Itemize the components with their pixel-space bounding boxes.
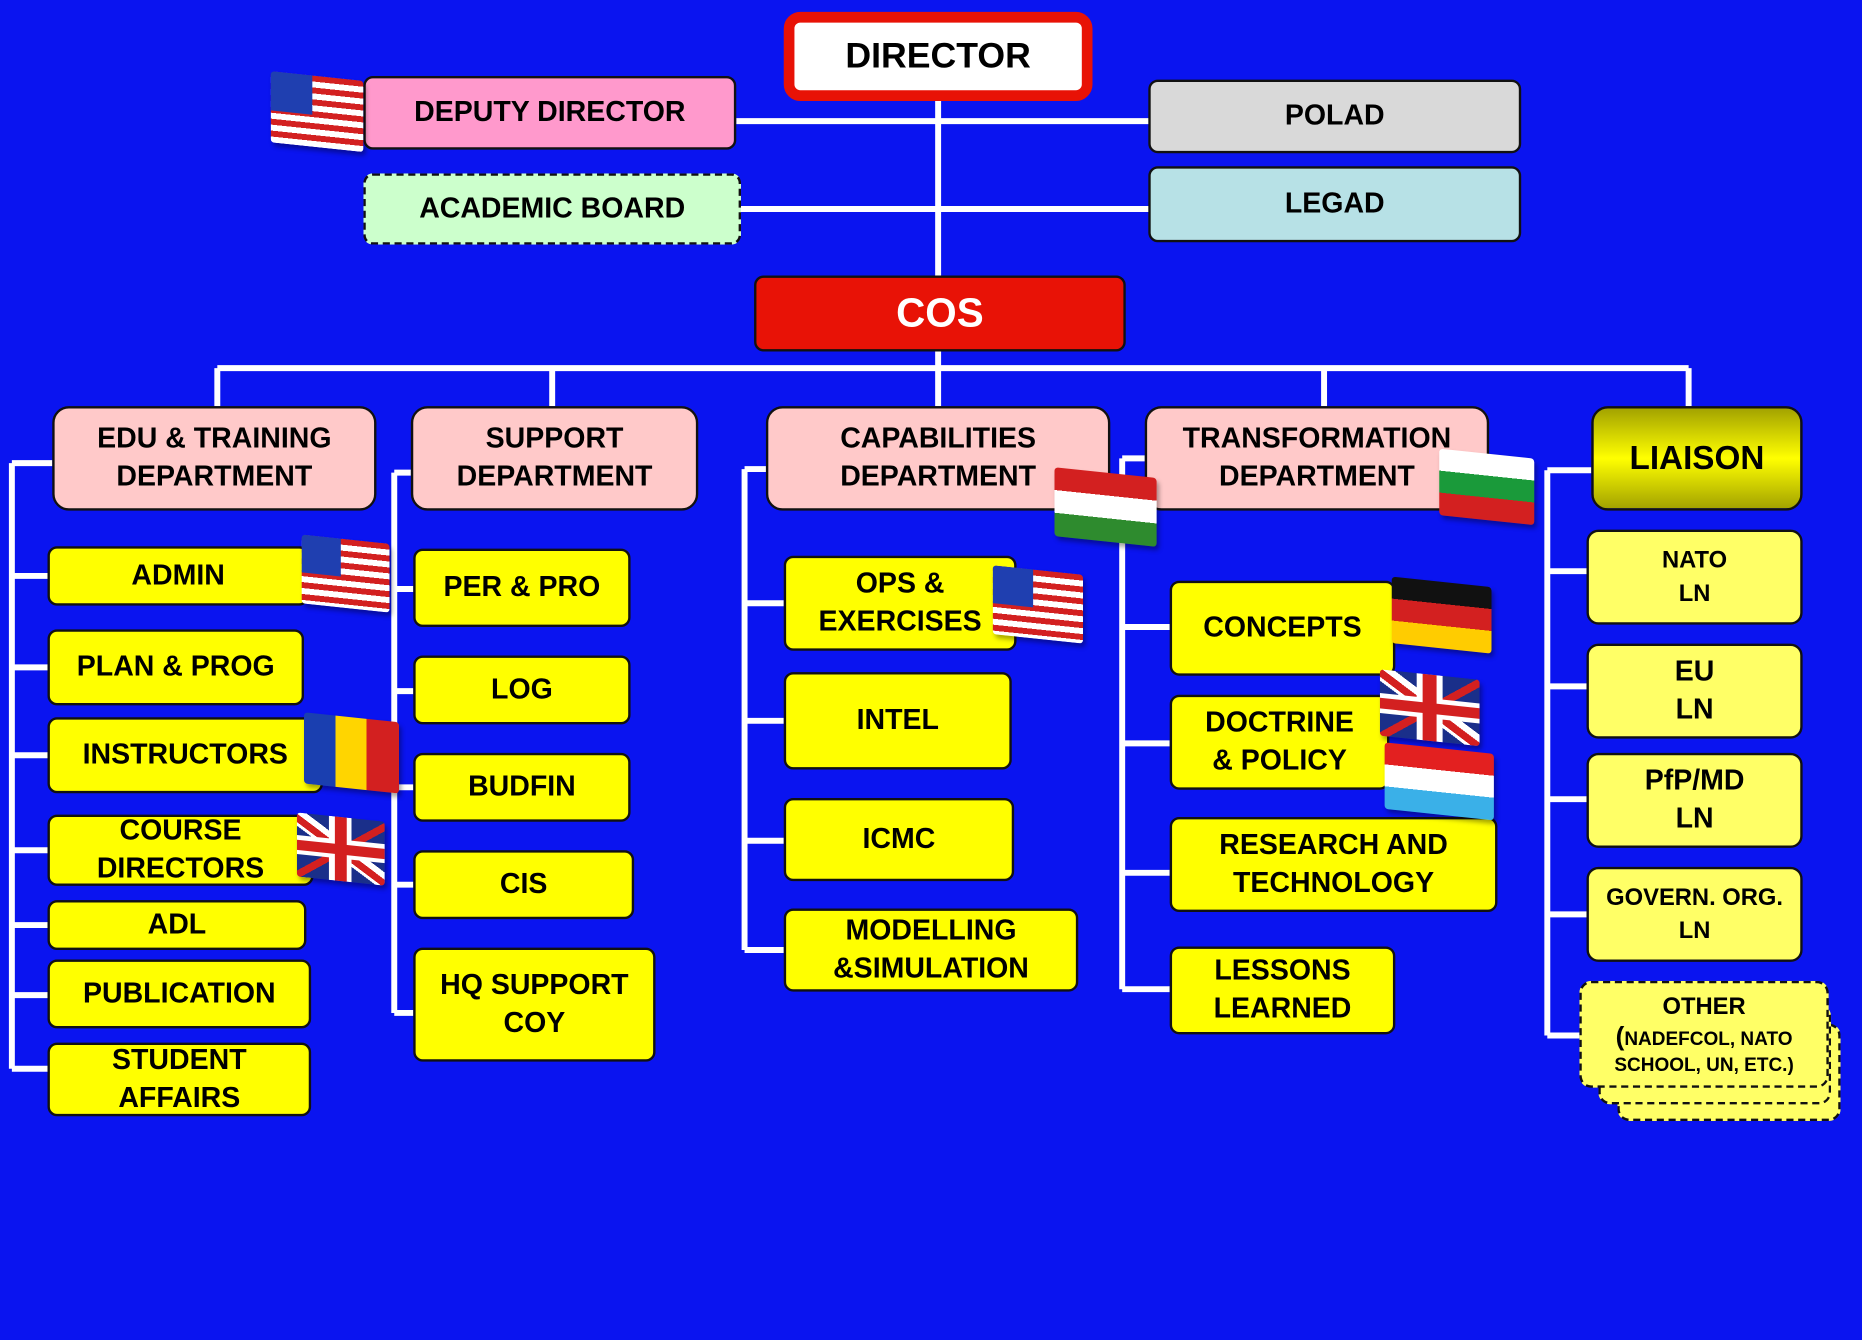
unit-label: EU LN <box>1674 655 1715 726</box>
unit-label: PLAN & PROG <box>76 650 275 683</box>
cos-box[interactable]: COS <box>754 275 1126 352</box>
unit-pfp-md-ln[interactable]: PfP/MD LN <box>1586 752 1803 848</box>
us-flag-icon <box>270 71 364 153</box>
unit-label: OPS & EXERCISES <box>818 567 982 638</box>
unit-budfin[interactable]: BUDFIN <box>413 752 631 822</box>
connector-lines <box>8 100 1692 1072</box>
unit-label: CIS <box>499 868 548 901</box>
unit-label: GOVERN. ORG. LN <box>1606 884 1783 945</box>
uk-flag-icon <box>296 812 385 886</box>
unit-eu-ln[interactable]: EU LN <box>1586 643 1803 739</box>
unit-cis[interactable]: CIS <box>413 850 635 920</box>
unit-label: PER & PRO <box>443 571 601 604</box>
unit-lessons-learned[interactable]: LESSONS LEARNED <box>1169 946 1396 1035</box>
other-paren: ( <box>1615 1020 1625 1051</box>
unit-intel[interactable]: INTEL <box>783 672 1012 770</box>
unit-log[interactable]: LOG <box>413 655 631 725</box>
unit-label: INTEL <box>856 704 939 737</box>
unit-nato-ln[interactable]: NATO LN <box>1586 529 1803 625</box>
cos-label: COS <box>896 290 984 337</box>
director-label: DIRECTOR <box>845 36 1031 76</box>
transformation-department-label: TRANSFORMATION DEPARTMENT <box>1182 422 1452 493</box>
academic-board-label: ACADEMIC BOARD <box>419 192 686 225</box>
unit-label: DOCTRINE & POLICY <box>1205 706 1354 777</box>
unit-admin[interactable]: ADMIN <box>47 546 309 606</box>
support-department-box[interactable]: SUPPORT DEPARTMENT <box>410 406 699 511</box>
polad-box[interactable]: POLAD <box>1148 79 1522 154</box>
hungary-flag-icon <box>1054 467 1157 547</box>
director-box[interactable]: DIRECTOR <box>783 11 1093 101</box>
capabilities-department-box[interactable]: CAPABILITIES DEPARTMENT <box>765 406 1111 511</box>
edu-training-department-box[interactable]: EDU & TRAINING DEPARTMENT <box>52 406 377 511</box>
germany-flag-icon <box>1391 576 1492 654</box>
unit-label: ADMIN <box>131 559 225 592</box>
unit-label: HQ SUPPORT COY <box>440 969 629 1040</box>
other-detail: NADEFCOL, NATO SCHOOL, UN, ETC.) <box>1614 1028 1794 1076</box>
unit-publication[interactable]: PUBLICATION <box>47 959 312 1029</box>
unit-adl[interactable]: ADL <box>47 900 307 950</box>
deputy-director-box[interactable]: DEPUTY DIRECTOR <box>363 76 737 150</box>
unit-label: PUBLICATION <box>82 977 276 1010</box>
legad-label: LEGAD <box>1284 187 1385 220</box>
unit-label: ICMC <box>862 822 936 855</box>
support-department-label: SUPPORT DEPARTMENT <box>456 422 653 493</box>
bulgaria-flag-icon <box>1439 448 1535 526</box>
capabilities-department-label: CAPABILITIES DEPARTMENT <box>840 422 1037 493</box>
unit-course-directors[interactable]: COURSE DIRECTORS <box>47 814 314 886</box>
unit-label: MODELLING &SIMULATION <box>833 914 1029 985</box>
unit-icmc[interactable]: ICMC <box>783 798 1015 882</box>
unit-ops-exercises[interactable]: OPS & EXERCISES <box>783 555 1017 651</box>
luxembourg-flag-icon <box>1384 742 1494 821</box>
polad-label: POLAD <box>1284 99 1385 132</box>
unit-label: NATO LN <box>1661 547 1728 607</box>
unit-label: ADL <box>147 908 207 941</box>
us-flag-icon <box>301 534 390 613</box>
unit-label: INSTRUCTORS <box>82 738 288 771</box>
unit-hq-support-coy[interactable]: HQ SUPPORT COY <box>413 947 656 1062</box>
us-flag-icon <box>992 565 1083 644</box>
legad-box[interactable]: LEGAD <box>1148 166 1522 243</box>
unit-concepts[interactable]: CONCEPTS <box>1169 580 1396 676</box>
deputy-director-label: DEPUTY DIRECTOR <box>414 96 686 129</box>
uk-flag-icon <box>1379 669 1480 747</box>
unit-modelling-simulation[interactable]: MODELLING &SIMULATION <box>783 908 1079 992</box>
unit-student-affairs[interactable]: STUDENT AFFAIRS <box>47 1042 312 1117</box>
transformation-department-box[interactable]: TRANSFORMATION DEPARTMENT <box>1144 406 1490 511</box>
unit-label: CONCEPTS <box>1203 611 1362 644</box>
unit-plan-prog[interactable]: PLAN & PROG <box>47 629 304 706</box>
unit-label: BUDFIN <box>468 770 576 803</box>
unit-label: RESEARCH AND TECHNOLOGY <box>1219 828 1448 899</box>
liaison-box[interactable]: LIAISON <box>1591 406 1803 511</box>
unit-label: LOG <box>491 673 553 706</box>
unit-label: LESSONS LEARNED <box>1213 954 1352 1025</box>
academic-board-box[interactable]: ACADEMIC BOARD <box>363 173 741 245</box>
unit-other-ln[interactable]: OTHER (NADEFCOL, NATO SCHOOL, UN, ETC.) <box>1579 980 1829 1088</box>
unit-label: COURSE DIRECTORS <box>96 814 265 885</box>
liaison-label: LIAISON <box>1629 439 1765 477</box>
unit-research-technology[interactable]: RESEARCH AND TECHNOLOGY <box>1169 817 1498 912</box>
unit-label: PfP/MD LN <box>1644 764 1745 835</box>
unit-per-pro[interactable]: PER & PRO <box>413 548 631 627</box>
other-title: OTHER <box>1662 993 1746 1020</box>
unit-govern-org-ln[interactable]: GOVERN. ORG. LN <box>1586 866 1803 962</box>
unit-instructors[interactable]: INSTRUCTORS <box>47 717 323 794</box>
unit-doctrine-policy[interactable]: DOCTRINE & POLICY <box>1169 694 1390 790</box>
romania-flag-icon <box>304 712 399 794</box>
unit-label: STUDENT AFFAIRS <box>112 1043 247 1114</box>
edu-department-label: EDU & TRAINING DEPARTMENT <box>97 422 332 493</box>
